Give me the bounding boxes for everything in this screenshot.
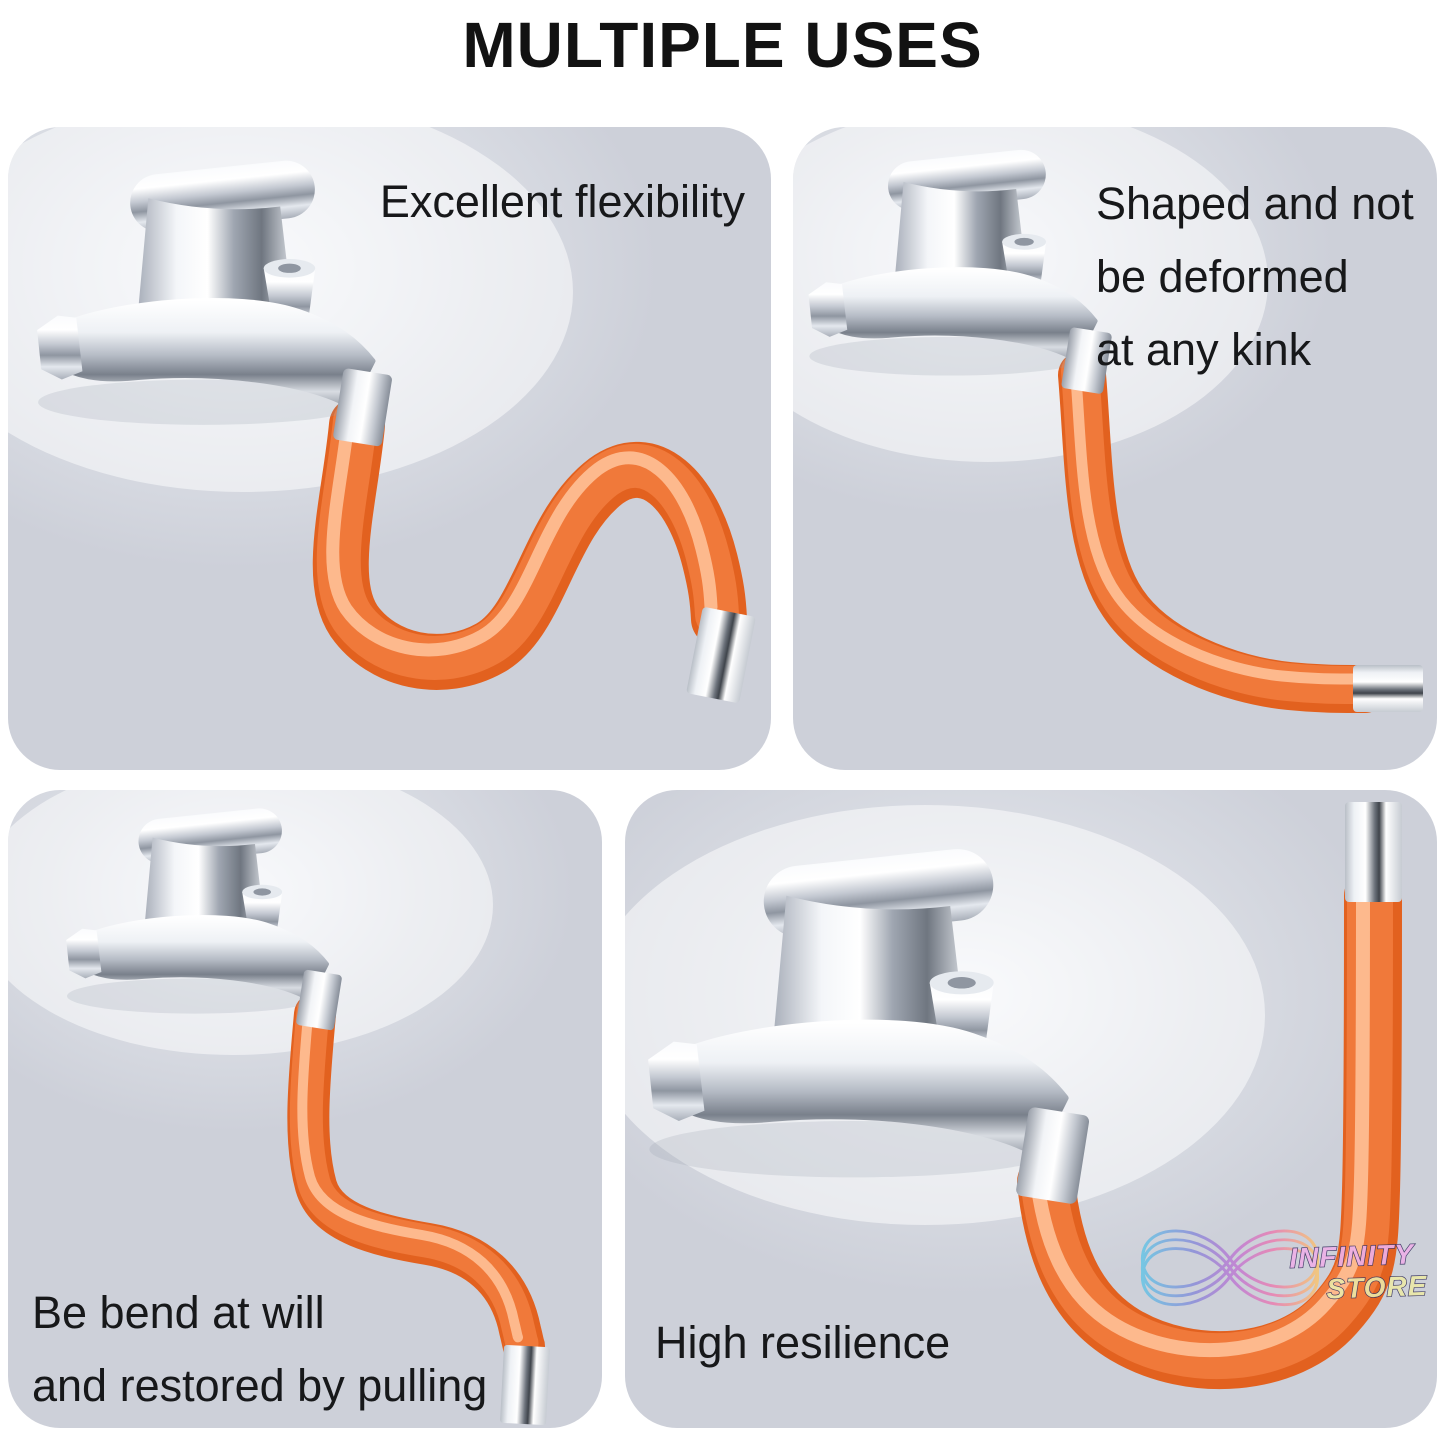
panel-bottom-left-art (8, 790, 550, 1425)
caption-excellent-flexibility: Excellent flexibility (379, 176, 745, 227)
caption-high-resilience: High resilience (655, 1317, 951, 1368)
caption-line: at any kink (1096, 324, 1312, 375)
hose-tip (500, 1345, 550, 1425)
panel-top-left-art (8, 127, 756, 703)
panel-bottom-right-art: INFINITY STORE (625, 802, 1429, 1390)
page-title: MULTIPLE USES (462, 9, 983, 81)
panel-bottom-right: INFINITY STORE High resilience (625, 790, 1437, 1428)
hose-tip (686, 607, 756, 703)
caption-line: be deformed (1096, 251, 1349, 302)
panel-top-left: Excellent flexibility (8, 127, 771, 770)
caption-line: Shaped and not (1096, 178, 1414, 229)
watermark-logo: INFINITY STORE (1140, 1229, 1429, 1307)
caption-shaped: Shaped and not be deformed at any kink (1096, 167, 1414, 386)
panel-bottom-left: Be bend at will and restored by pulling (8, 790, 602, 1428)
hose-tip (1345, 802, 1402, 902)
hose-illustration (1058, 351, 1389, 713)
caption-bend: Be bend at will and restored by pulling (32, 1276, 487, 1422)
hose-illustration (287, 993, 545, 1368)
caption-line: Be bend at will (32, 1287, 325, 1338)
panel-top-right-art (793, 127, 1423, 713)
watermark-text-infinity: INFINITY (1289, 1238, 1416, 1273)
caption-line: and restored by pulling (32, 1360, 488, 1411)
panel-top-right: Shaped and not be deformed at any kink (793, 127, 1437, 770)
hose-illustration (312, 397, 747, 690)
hose-illustration (1017, 867, 1402, 1390)
hose-tip (1353, 665, 1423, 712)
infinity-icon (1140, 1229, 1320, 1307)
watermark-text-store: STORE (1326, 1270, 1428, 1305)
